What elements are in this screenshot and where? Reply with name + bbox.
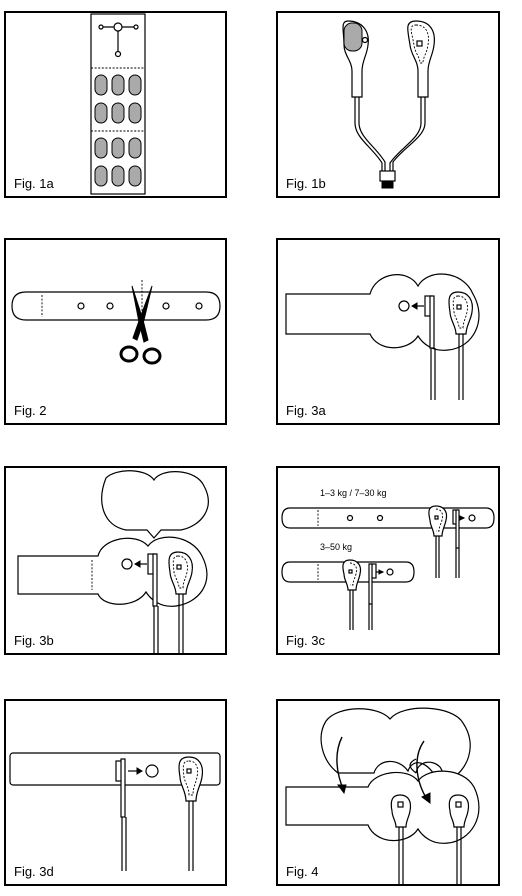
figure-3b-panel: Fig. 3b: [4, 466, 227, 655]
figure-label: Fig. 4: [286, 864, 319, 879]
figure-label: Fig. 3a: [286, 403, 326, 418]
sensor-sheet-illustration: [90, 13, 146, 195]
figure-1b-panel: Fig. 1b: [276, 11, 500, 198]
figure-label: Fig. 1b: [286, 176, 326, 191]
figure-label: Fig. 2: [14, 403, 47, 418]
figure-1a-panel: Fig. 1a: [4, 11, 227, 198]
figure-4-panel: Fig. 4: [276, 699, 500, 886]
wrap-placement-illustration: [285, 273, 480, 400]
strip-placement-illustration: [9, 752, 221, 871]
scissors-icon: [119, 285, 162, 365]
figure-3c-panel: 1–3 kg / 7–30 kg 3–50 kg Fig.: [276, 466, 500, 655]
figure-label: Fig. 1a: [14, 176, 54, 191]
figure-3d-panel: Fig. 3d: [4, 699, 227, 886]
wrap-fold-illustration: [17, 470, 209, 653]
wrap-around-illustration: [285, 707, 480, 884]
cutting-strip-illustration: [11, 280, 221, 365]
weight-range-label-top: 1–3 kg / 7–30 kg: [320, 488, 387, 498]
figure-label: Fig. 3b: [14, 633, 54, 648]
adhesive-pads-group: [94, 74, 142, 187]
sensor-cable-illustration: [342, 20, 435, 189]
size-options-illustration: [281, 505, 495, 630]
figure-label: Fig. 3d: [14, 864, 54, 879]
figure-3a-panel: Fig. 3a: [276, 238, 500, 425]
figure-label: Fig. 3c: [286, 633, 326, 648]
figure-2-panel: Fig. 2: [4, 238, 227, 425]
weight-range-label-bottom: 3–50 kg: [320, 542, 353, 552]
